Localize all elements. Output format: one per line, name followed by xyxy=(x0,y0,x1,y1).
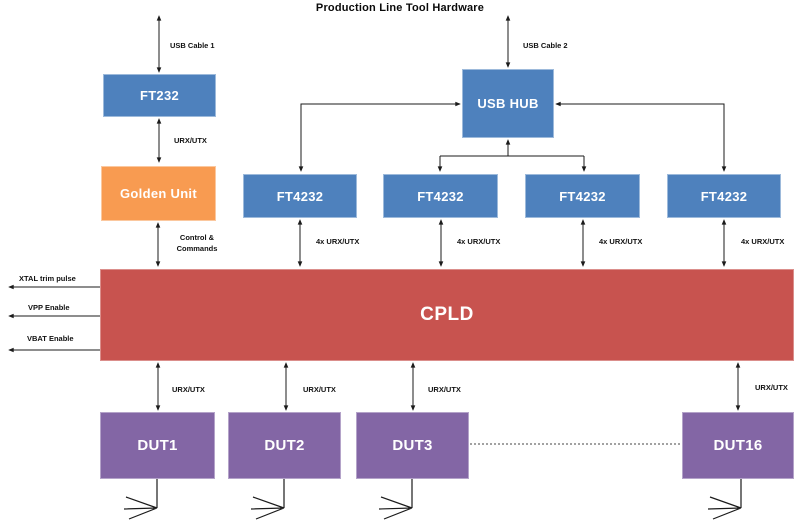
dut3-block: DUT3 xyxy=(356,412,469,479)
dut1-block: DUT1 xyxy=(100,412,215,479)
ground-symbol-dut1 xyxy=(123,479,158,520)
control-commands-line2: Commands xyxy=(176,244,218,253)
urx-utx-label-dut16: URX/UTX xyxy=(755,383,788,392)
usb-hub-block: USB HUB xyxy=(462,69,554,138)
x4-urx-utx-label-2: 4x URX/UTX xyxy=(457,237,501,246)
xtal-trim-pulse-label: XTAL trim pulse xyxy=(19,274,76,283)
ground-symbol-dut2 xyxy=(250,479,285,520)
ground-symbol-dut16 xyxy=(707,479,742,520)
urx-utx-label-dut1: URX/UTX xyxy=(172,385,205,394)
golden-unit-block: Golden Unit xyxy=(101,166,216,221)
diagram-title: Production Line Tool Hardware xyxy=(315,2,485,14)
usb-cable-1-label: USB Cable 1 xyxy=(170,41,215,50)
vbat-enable-label: VBAT Enable xyxy=(27,334,74,343)
dut2-block: DUT2 xyxy=(228,412,341,479)
ft4232-block-4: FT4232 xyxy=(667,174,781,218)
usb-cable-2-label: USB Cable 2 xyxy=(523,41,568,50)
urx-utx-label-dut2: URX/UTX xyxy=(303,385,336,394)
hub-right-elbow-arrow xyxy=(555,101,727,172)
ft4232-block-1: FT4232 xyxy=(243,174,357,218)
x4-urx-utx-label-1: 4x URX/UTX xyxy=(316,237,360,246)
x4-urx-utx-label-4: 4x URX/UTX xyxy=(741,237,785,246)
x4-urx-utx-label-3: 4x URX/UTX xyxy=(599,237,643,246)
control-commands-line1: Control & xyxy=(179,233,215,242)
vpp-enable-label: VPP Enable xyxy=(28,303,70,312)
ft4232-block-2: FT4232 xyxy=(383,174,498,218)
ft232-block: FT232 xyxy=(103,74,216,117)
urx-utx-label-dut3: URX/UTX xyxy=(428,385,461,394)
cpld-block: CPLD xyxy=(100,269,794,361)
control-commands-label: Control & Commands xyxy=(167,232,227,254)
ft4232-block-3: FT4232 xyxy=(525,174,640,218)
urx-utx-label-top: URX/UTX xyxy=(174,136,207,145)
ground-symbol-dut3 xyxy=(378,479,413,520)
dut16-block: DUT16 xyxy=(682,412,794,479)
hub-left-elbow-arrow xyxy=(298,101,461,172)
